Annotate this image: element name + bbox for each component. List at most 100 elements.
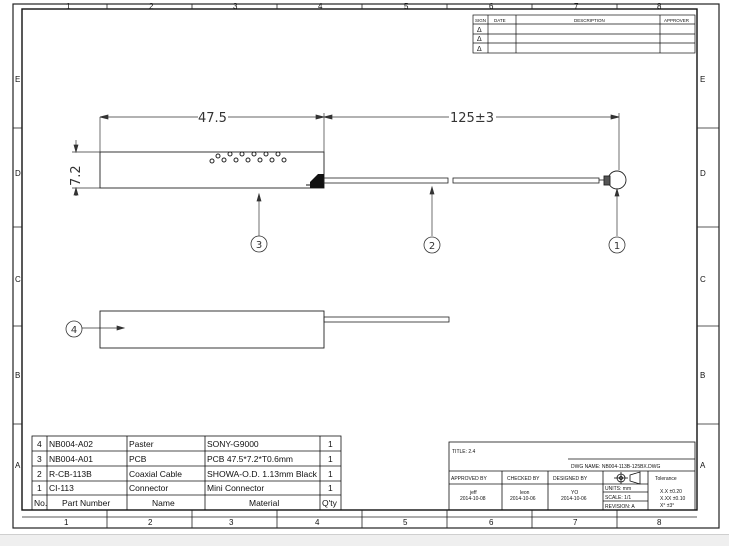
tb-tolerance-2: X.XX ±0.10	[660, 496, 685, 502]
col-label-top-1: 1	[66, 2, 71, 11]
col-label-top-8: 8	[657, 2, 662, 11]
mini-connector	[603, 170, 627, 190]
revision-block	[472, 14, 696, 54]
tb-tolerance-1: X.X ±0.20	[660, 489, 682, 495]
coaxial-cable	[323, 177, 608, 184]
dim-line-47-5	[99, 114, 325, 120]
bom-row-3-no: 3	[37, 454, 42, 464]
col-label-bottom-5: 5	[403, 518, 408, 527]
bom-row-4-material: SONY-G9000	[207, 439, 259, 449]
bom-row-1-part: CI-113	[49, 483, 74, 493]
bom-row-1-qty: 1	[328, 483, 333, 493]
bom-row-4-part: NB004-A02	[49, 439, 93, 449]
pcb-outline	[99, 151, 325, 189]
bom-row-4-no: 4	[37, 439, 42, 449]
col-label-top-6: 6	[489, 2, 494, 11]
rev-header-sign: SIGN	[475, 18, 486, 23]
tb-tolerance-label: Tolerance	[655, 476, 677, 482]
bom-row-2-material: SHOWA-O.D. 1.13mm Black	[207, 469, 318, 479]
column-ticks	[13, 4, 719, 528]
tb-revision: REVISION: A	[605, 504, 635, 510]
col-label-top-2: 2	[149, 2, 154, 11]
bom-row-4-name: Paster	[129, 439, 154, 449]
rev-header-date: DATE	[494, 18, 506, 23]
tb-approved-date: 2014-10-08	[460, 496, 486, 502]
tb-tolerance-3: X° ±3°	[660, 503, 674, 509]
row-label-right-C: C	[700, 275, 706, 284]
bom-table	[31, 435, 342, 511]
col-label-top-7: 7	[574, 2, 579, 11]
col-label-bottom-7: 7	[573, 518, 578, 527]
dim-line-7-2	[72, 140, 100, 196]
tb-approved-by: APPROVED BY	[451, 476, 488, 482]
bom-row-3-name: PCB	[129, 454, 147, 464]
bom-header-no: No.	[34, 498, 47, 508]
paster-outline	[99, 310, 325, 349]
tb-designed-date: 2014-10-06	[561, 496, 587, 502]
dim-text-pcb-length: 47.5	[198, 111, 227, 126]
bom-row-1-no: 1	[37, 483, 42, 493]
row-label-left-A: A	[15, 461, 21, 470]
tb-designed-by: DESIGNED BY	[553, 476, 588, 482]
row-label-left-E: E	[15, 75, 20, 84]
tb-checked-name: leon	[520, 490, 530, 496]
bom-header-name: Name	[152, 498, 175, 508]
paster-cable	[323, 316, 450, 323]
inner-frame	[21, 8, 698, 511]
col-label-top-5: 5	[404, 2, 409, 11]
col-label-bottom-3: 3	[229, 518, 234, 527]
col-label-top-4: 4	[318, 2, 323, 11]
row-label-right-A: A	[700, 461, 706, 470]
bom-row-2-qty: 1	[328, 469, 333, 479]
rev-row-2-sign: Δ	[477, 36, 482, 43]
col-label-bottom-4: 4	[315, 518, 320, 527]
bom-header-part-number: Part Number	[62, 498, 110, 508]
projection-symbol-icon	[614, 471, 641, 485]
tb-checked-date: 2014-10-06	[510, 496, 536, 502]
bom-row-3-material: PCB 47.5*7.2*T0.6mm	[207, 454, 293, 464]
bom-row-2-part: R-CB-113B	[49, 469, 92, 479]
row-label-left-B: B	[15, 371, 20, 380]
rev-row-1-sign: Δ	[477, 27, 482, 34]
balloon-4: 4	[71, 325, 77, 336]
balloon-3: 3	[256, 240, 262, 251]
tb-checked-by: CHECKED BY	[507, 476, 540, 482]
bottom-strip	[0, 534, 729, 546]
bom-header-qty: Q'ty	[322, 498, 338, 508]
dim-text-cable-length: 125±3	[450, 111, 494, 126]
row-label-left-C: C	[15, 275, 21, 284]
tb-designed-name: YO	[571, 490, 578, 496]
bom-row-2-name: Coaxial Cable	[129, 469, 182, 479]
rev-header-approver: APPROVER	[664, 18, 690, 23]
col-label-bottom-2: 2	[148, 518, 153, 527]
tb-title: TITLE: 2.4	[452, 449, 476, 455]
row-label-right-D: D	[700, 169, 706, 178]
balloon-1: 1	[614, 241, 620, 252]
row-label-right-E: E	[700, 75, 705, 84]
bom-row-3-part: NB004-A01	[49, 454, 93, 464]
bom-row-2-no: 2	[37, 469, 42, 479]
rev-row-3-sign: Δ	[477, 46, 482, 53]
bom-row-3-qty: 1	[328, 454, 333, 464]
col-label-bottom-1: 1	[64, 518, 69, 527]
col-label-top-3: 3	[233, 2, 238, 11]
bom-row-1-material: Mini Connector	[207, 483, 264, 493]
dim-line-125	[323, 114, 620, 120]
tb-units: UNITS: mm	[605, 486, 631, 492]
drawing-sheet: 1 2 3 4 5 6 7 8 1 2 3 4 5 6 7 8 E D C B …	[12, 2, 720, 529]
row-label-left-D: D	[15, 169, 21, 178]
col-label-bottom-8: 8	[657, 518, 662, 527]
tb-dwg-name: DWG NAME: NB004-113B-125BX.DWG	[571, 464, 660, 470]
col-label-bottom-6: 6	[489, 518, 494, 527]
bom-row-4-qty: 1	[328, 439, 333, 449]
cable-feed-point	[310, 174, 324, 188]
tb-approved-name: jeff	[469, 490, 477, 496]
bom-row-1-name: Connector	[129, 483, 168, 493]
title-block	[448, 441, 696, 511]
balloons	[65, 235, 626, 338]
balloon-2: 2	[429, 241, 435, 252]
row-label-right-B: B	[700, 371, 705, 380]
bom-header-material: Material	[249, 498, 279, 508]
dim-text-pcb-width: 7.2	[69, 165, 84, 186]
tb-scale: SCALE: 1/1	[605, 495, 631, 501]
